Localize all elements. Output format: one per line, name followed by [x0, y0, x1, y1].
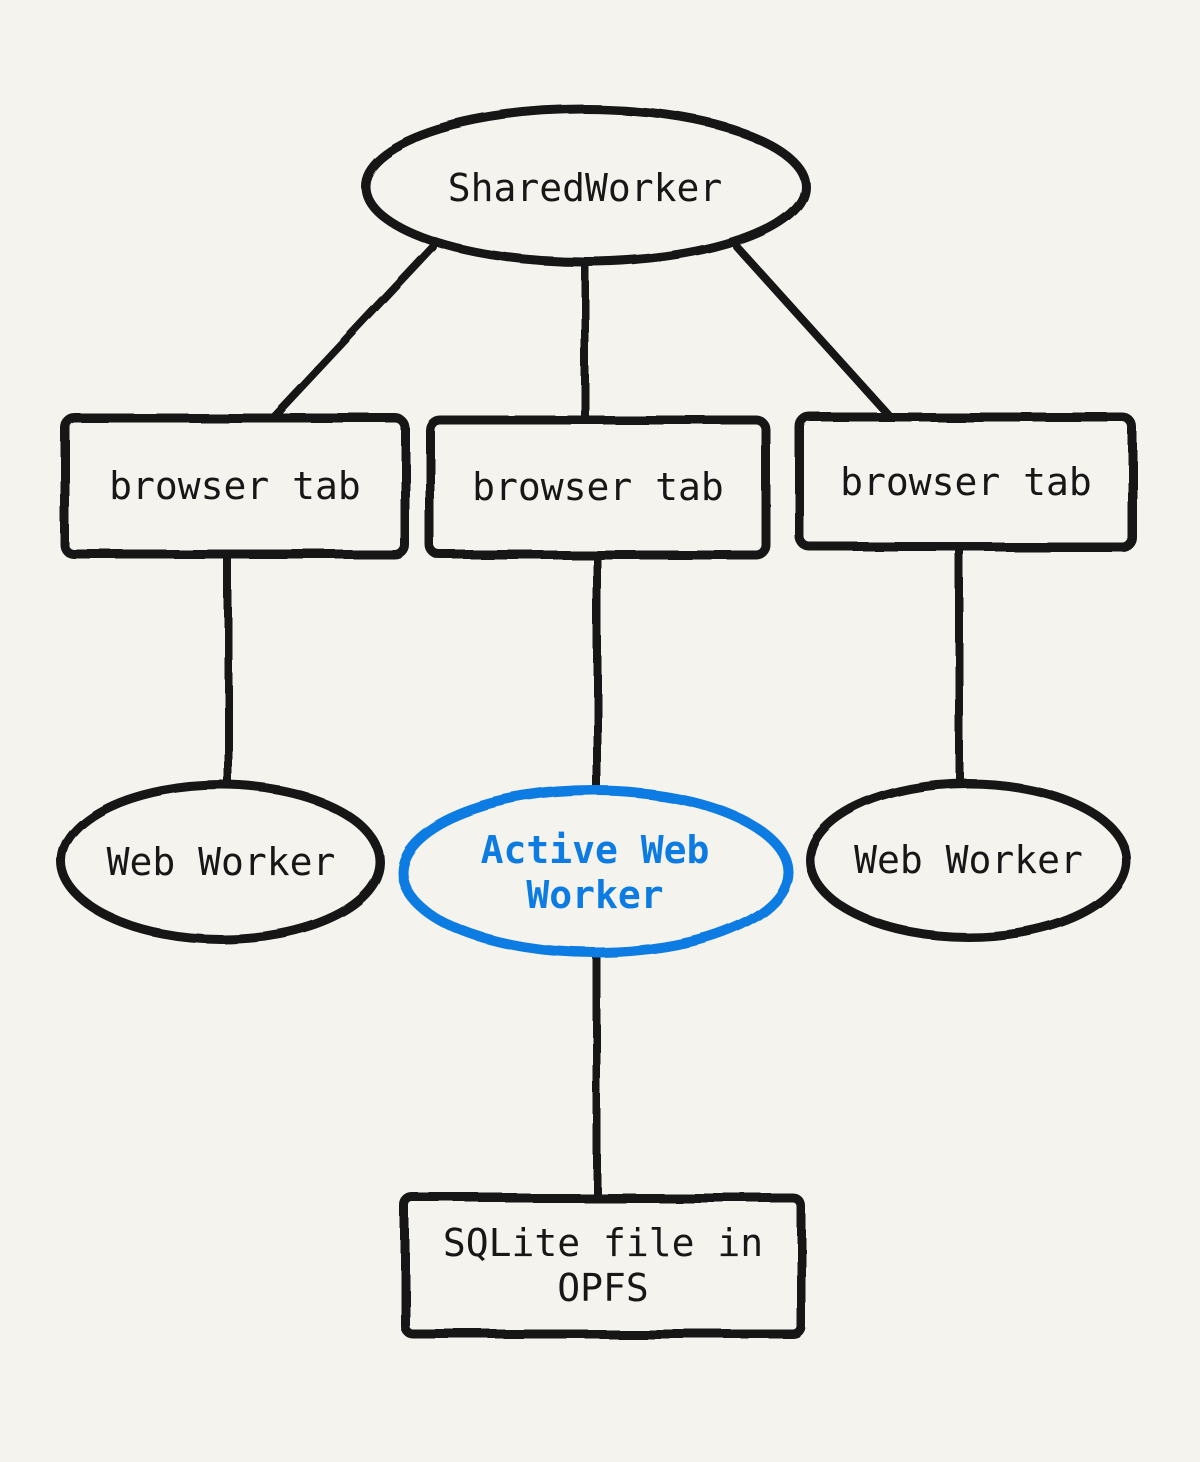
edge-lines: [224, 243, 964, 1214]
web-worker-left-ellipse: [57, 780, 385, 944]
sharedworker-ellipse: [360, 105, 810, 267]
browser-tab-right-label: browser tab: [840, 459, 1092, 504]
browser-tab-middle-box: [425, 415, 771, 560]
browser-tab-middle-label: browser tab: [472, 465, 724, 510]
browser-tab-right-box: [795, 412, 1137, 552]
web-worker-right-label: Web Worker: [854, 837, 1083, 882]
browser-tab-left-label: browser tab: [109, 464, 361, 509]
web-worker-left-label: Web Worker: [106, 840, 336, 885]
browser-tab-left-box: [60, 413, 410, 560]
sqlite-box: [400, 1193, 806, 1339]
active-web-worker-ellipse: [397, 786, 793, 958]
edge-sharedworker-tab-left: [258, 243, 437, 434]
edge-sharedworker-tab-right: [733, 243, 906, 434]
sqlite-label: SQLite file in OPFS: [442, 1221, 764, 1310]
web-worker-right-ellipse: [805, 778, 1131, 942]
sharedworker-label: SharedWorker: [447, 166, 723, 211]
active-web-worker-label: Active Web Worker: [480, 827, 710, 917]
